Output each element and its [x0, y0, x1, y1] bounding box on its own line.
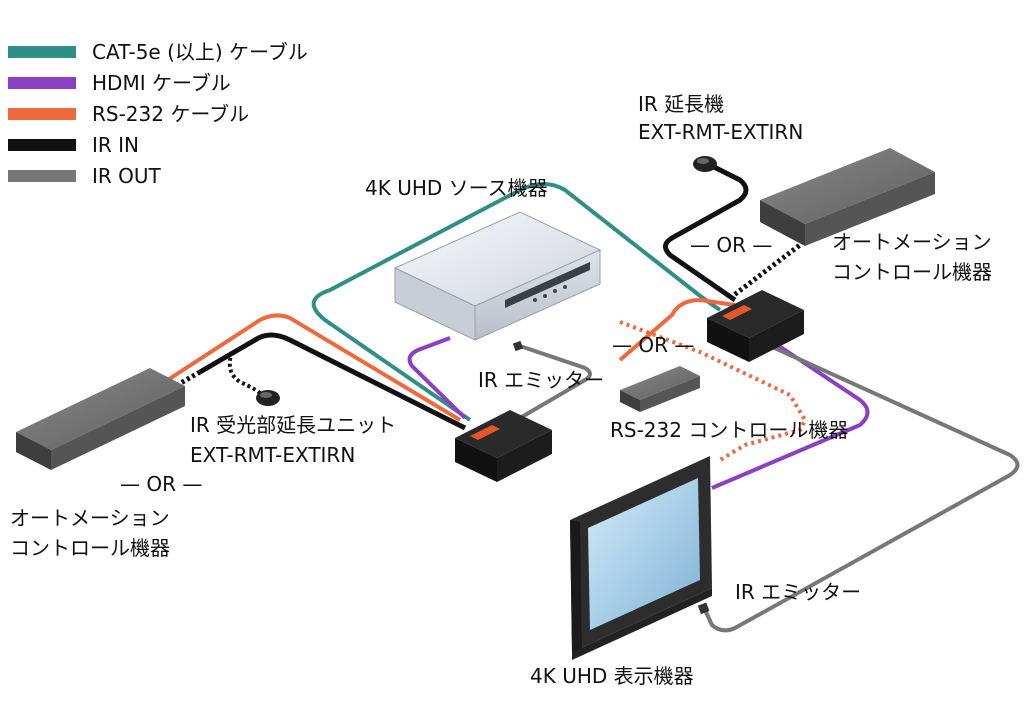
ir-in-dotted-right [728, 243, 802, 300]
gefen-receiver-box [455, 410, 552, 482]
cat5e-cable [311, 182, 722, 422]
legend-label-ir-out: IR OUT [92, 164, 161, 188]
legend-swatch-hdmi [8, 77, 76, 89]
legend-swatch-ir-out [8, 170, 76, 182]
legend-label-rs232: RS-232 ケーブル [92, 102, 250, 126]
rs232-cable-left [158, 313, 462, 422]
gefen-sender-box [707, 290, 804, 362]
automation-device-left [16, 368, 185, 470]
label-ir-emitter-top: IR エミッター [478, 368, 605, 392]
label-display-device: 4K UHD 表示機器 [530, 664, 694, 688]
hdmi-cable-source [407, 336, 467, 420]
label-automation-right-line2: コントロール機器 [832, 260, 992, 284]
label-automation-right-or: — OR — [690, 233, 773, 257]
legend-label-cat5e: CAT-5e (以上) ケーブル [92, 40, 308, 64]
label-source-device: 4K UHD ソース機器 [365, 176, 548, 200]
display-device [570, 456, 712, 660]
ir-in-dotted-left [163, 369, 202, 395]
rs232-cable-right [618, 297, 736, 362]
label-ir-extender-line2: EXT-RMT-EXTIRN [638, 120, 804, 144]
hdmi-cable-display [711, 338, 870, 490]
ir-in-cable-right [663, 163, 749, 303]
legend-swatch-cat5e [8, 46, 76, 58]
ir-receiver-left [256, 390, 280, 406]
rs232-cable-dotted [619, 320, 808, 462]
ir-out-cable-bottom [703, 343, 1020, 633]
legend-swatch-ir-in [8, 139, 76, 151]
ir-emitter-top [512, 340, 524, 352]
label-rs232-device: RS-232 コントロール機器 [610, 418, 849, 442]
ir-out-cable-top [518, 344, 592, 420]
legend-label-hdmi: HDMI ケーブル [92, 71, 231, 95]
legend-label-ir-in: IR IN [92, 133, 140, 157]
label-automation-left-line1: オートメーション [10, 506, 170, 530]
ir-receiver-right [693, 156, 717, 172]
ir-receiver-cord-left [227, 351, 264, 397]
label-right-or: — OR — [612, 333, 695, 357]
label-automation-left-line2: コントロール機器 [10, 536, 170, 560]
ir-in-cable-left [198, 332, 467, 431]
label-ir-emitter-bottom: IR エミッター [735, 580, 862, 604]
rs232-control-device [620, 366, 700, 412]
legend-swatch-rs232 [8, 108, 76, 120]
label-left-or: — OR — [120, 472, 203, 496]
source-device [393, 211, 602, 341]
label-ir-receiver-line1: IR 受光部延長ユニット [190, 413, 397, 437]
ir-emitter-bottom [697, 602, 710, 615]
label-ir-extender-line1: IR 延長機 [638, 92, 725, 116]
label-ir-receiver-line2: EXT-RMT-EXTIRN [190, 443, 356, 467]
automation-device-right [760, 148, 935, 246]
label-automation-right-line1: オートメーション [832, 230, 992, 254]
